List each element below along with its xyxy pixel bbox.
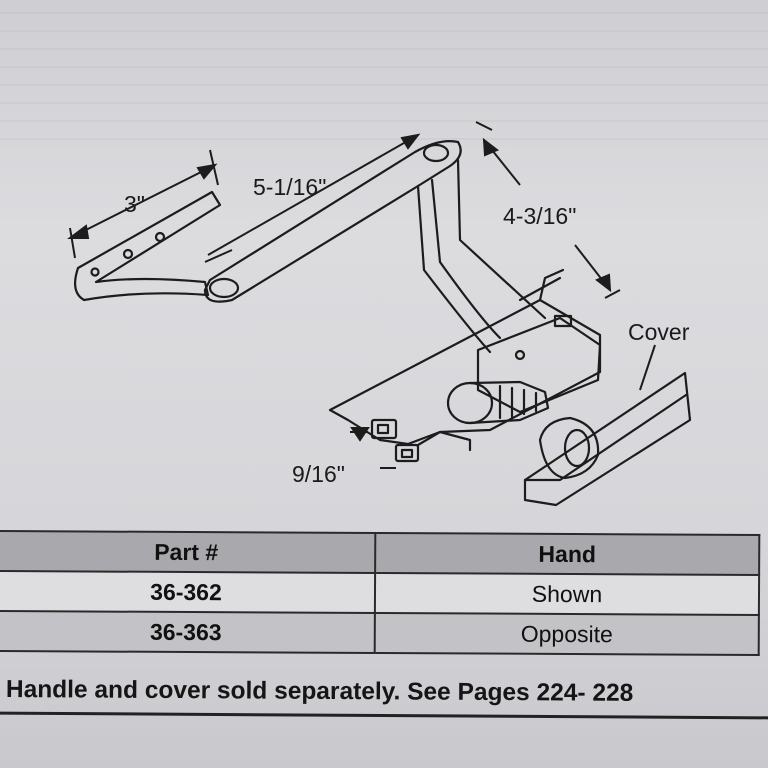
dimension-3in: 3" (124, 191, 145, 217)
link-arm (203, 140, 462, 303)
bleed-through-texture (0, 0, 768, 140)
header-part: Part # (0, 531, 376, 573)
operator-arm-drawing: 3" 5-1/16" 4-3/16" 9/16" Cover (67, 121, 692, 507)
dimension-4-3-16in: 4-3/16" (503, 203, 576, 229)
table-header-row: Part # Hand (0, 531, 760, 575)
left-arm (73, 190, 222, 302)
table-row: 36-363 Opposite (0, 611, 759, 655)
dimension-9-16in: 9/16" (292, 461, 345, 487)
hand-cell: Opposite (374, 612, 759, 655)
hand-cell: Shown (374, 572, 760, 615)
cover-label: Cover (628, 319, 690, 345)
cover (523, 371, 692, 507)
dimension-5-1-16in: 5-1/16" (253, 174, 326, 200)
gear-box (476, 316, 602, 414)
footer-note: Handle and cover sold separately. See Pa… (5, 676, 634, 707)
part-number-cell: 36-363 (0, 611, 375, 653)
header-hand: Hand (375, 532, 760, 575)
part-number-cell: 36-362 (0, 571, 376, 613)
table-row: 36-362 Shown (0, 571, 760, 615)
footer-divider (0, 711, 768, 720)
parts-table: Part # Hand 36-362 Shown 36-363 Opposite (0, 530, 760, 656)
